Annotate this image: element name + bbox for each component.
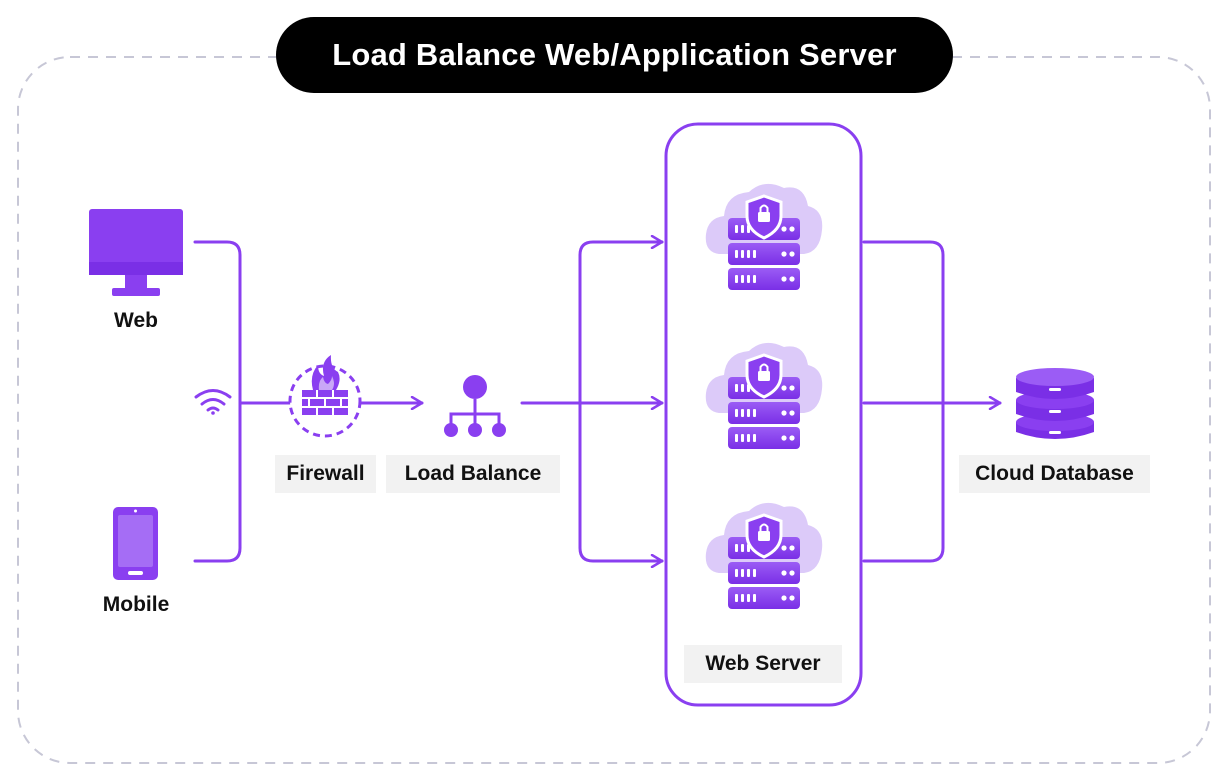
load-balance-label: Load Balance [386, 455, 560, 493]
cloud-server-icon [704, 501, 824, 611]
web-client-label: Web [114, 309, 158, 332]
web-server-label: Web Server [684, 645, 842, 683]
wifi-icon [194, 389, 232, 415]
connection-lines [193, 240, 1002, 563]
monitor-icon [89, 209, 183, 296]
network-hierarchy-icon [444, 375, 506, 437]
firewall-icon [288, 355, 362, 438]
cloud-server-icon [704, 182, 824, 292]
web-server-container [664, 122, 863, 707]
server-split-bracket [578, 240, 664, 563]
cloud-database-label: Cloud Database [959, 455, 1150, 493]
cloud-server-icon [704, 341, 824, 451]
smartphone-icon [113, 507, 158, 580]
firewall-label: Firewall [275, 455, 376, 493]
mobile-client-label: Mobile [102, 593, 170, 616]
diagram-title: Load Balance Web/Application Server [276, 17, 953, 93]
database-icon [1016, 368, 1094, 439]
